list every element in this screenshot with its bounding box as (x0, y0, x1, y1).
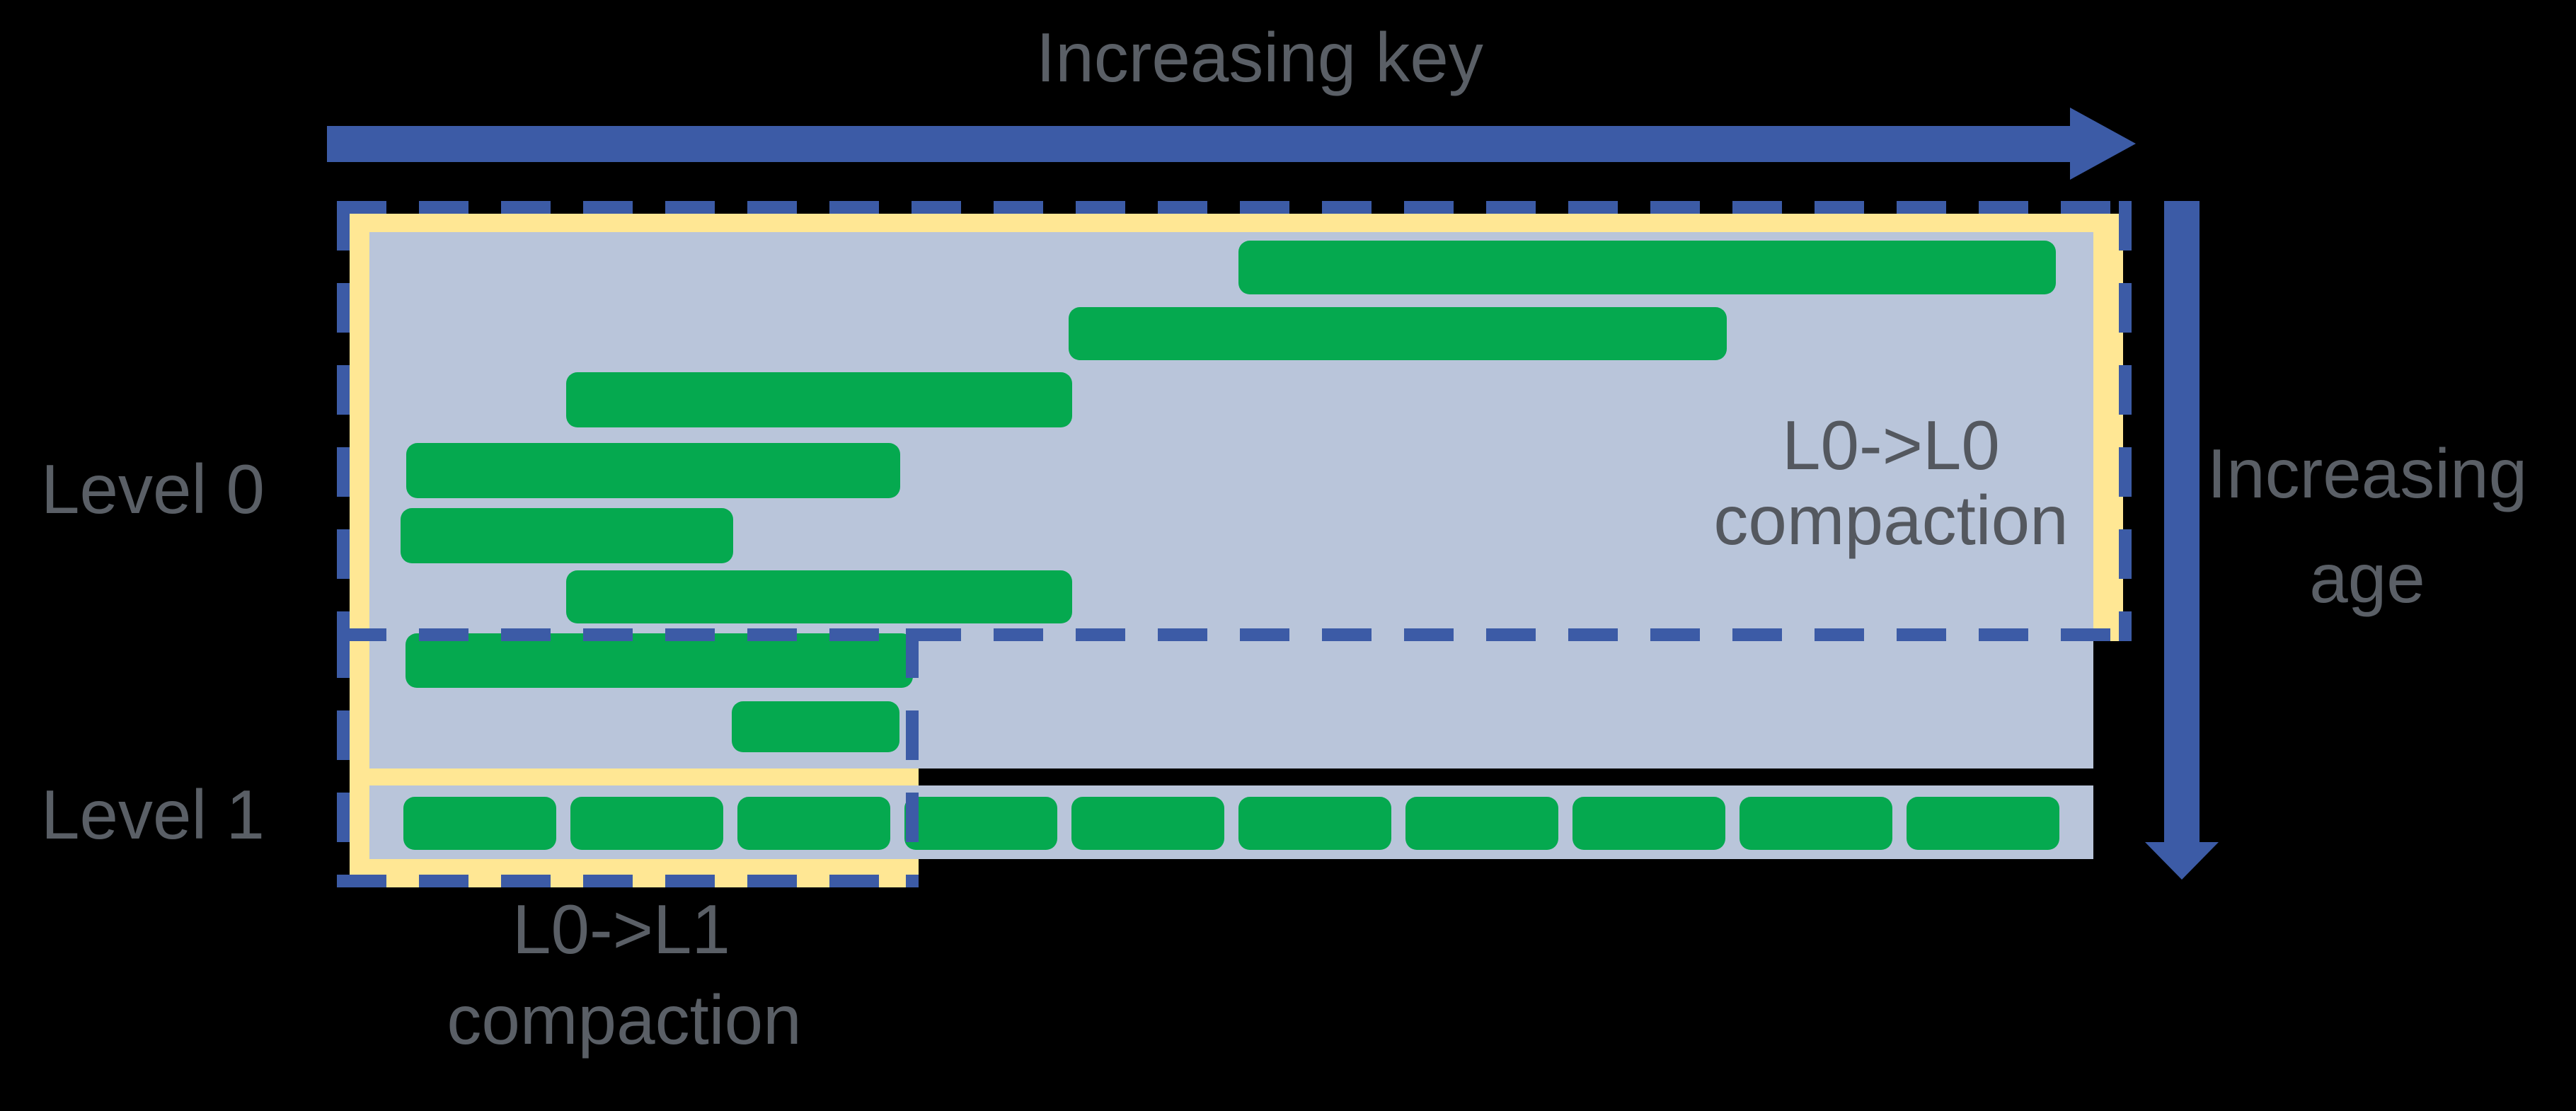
l0-l1-compaction-label-line2: compaction (447, 981, 802, 1059)
age-axis-label-line2: age (2309, 539, 2425, 617)
key-arrow-head (2070, 108, 2136, 180)
l0-l0-compaction-label-line1: L0->L0 (1782, 406, 2000, 484)
l0-l0-selection-border-top (337, 201, 2132, 214)
sstable-bar-level0-pending (406, 633, 913, 688)
l0-l1-selection-border-right (906, 628, 919, 887)
l0-l0-compaction-label-line2: compaction (1713, 481, 2069, 559)
key-axis-label: Increasing key (1036, 18, 1483, 96)
sstable-bar-level0-pending (732, 701, 899, 752)
sstable-bar-level0 (1069, 307, 1727, 360)
l0-l0-selection-border-left (337, 201, 350, 641)
l0-l1-selection-border-bottom (337, 875, 919, 887)
l0-l1-selection-border-left (337, 628, 350, 887)
sstable-bar-level1 (403, 797, 556, 850)
sstable-bar-level1 (1740, 797, 1892, 850)
l0-l1-selection-border-top (337, 628, 919, 641)
age-axis-label-line1: Increasing (2207, 434, 2528, 512)
age-arrow-shaft (2164, 201, 2200, 842)
key-arrow-shaft (327, 125, 2070, 162)
level1-label: Level 1 (41, 776, 265, 853)
sstable-bar-level1 (1238, 797, 1391, 850)
sstable-bar-level0 (401, 508, 733, 563)
sstable-bar-level1 (904, 797, 1057, 850)
sstable-bar-level0 (566, 570, 1072, 623)
level0-label: Level 0 (41, 450, 265, 528)
sstable-bar-level1 (1071, 797, 1224, 850)
sstable-bar-level0 (566, 372, 1072, 427)
sstable-bar-level1 (1907, 797, 2059, 850)
sstable-bar-level1 (1405, 797, 1558, 850)
sstable-bar-level0 (1238, 241, 2056, 294)
l0-l0-selection-border-right (2119, 201, 2132, 641)
l0-l1-compaction-label-line1: L0->L1 (512, 890, 730, 968)
sstable-bar-level1 (1572, 797, 1725, 850)
age-arrow-head (2145, 842, 2219, 880)
sstable-bar-level1 (570, 797, 723, 850)
sstable-bar-level1 (737, 797, 890, 850)
sstable-bar-level0 (406, 443, 900, 498)
